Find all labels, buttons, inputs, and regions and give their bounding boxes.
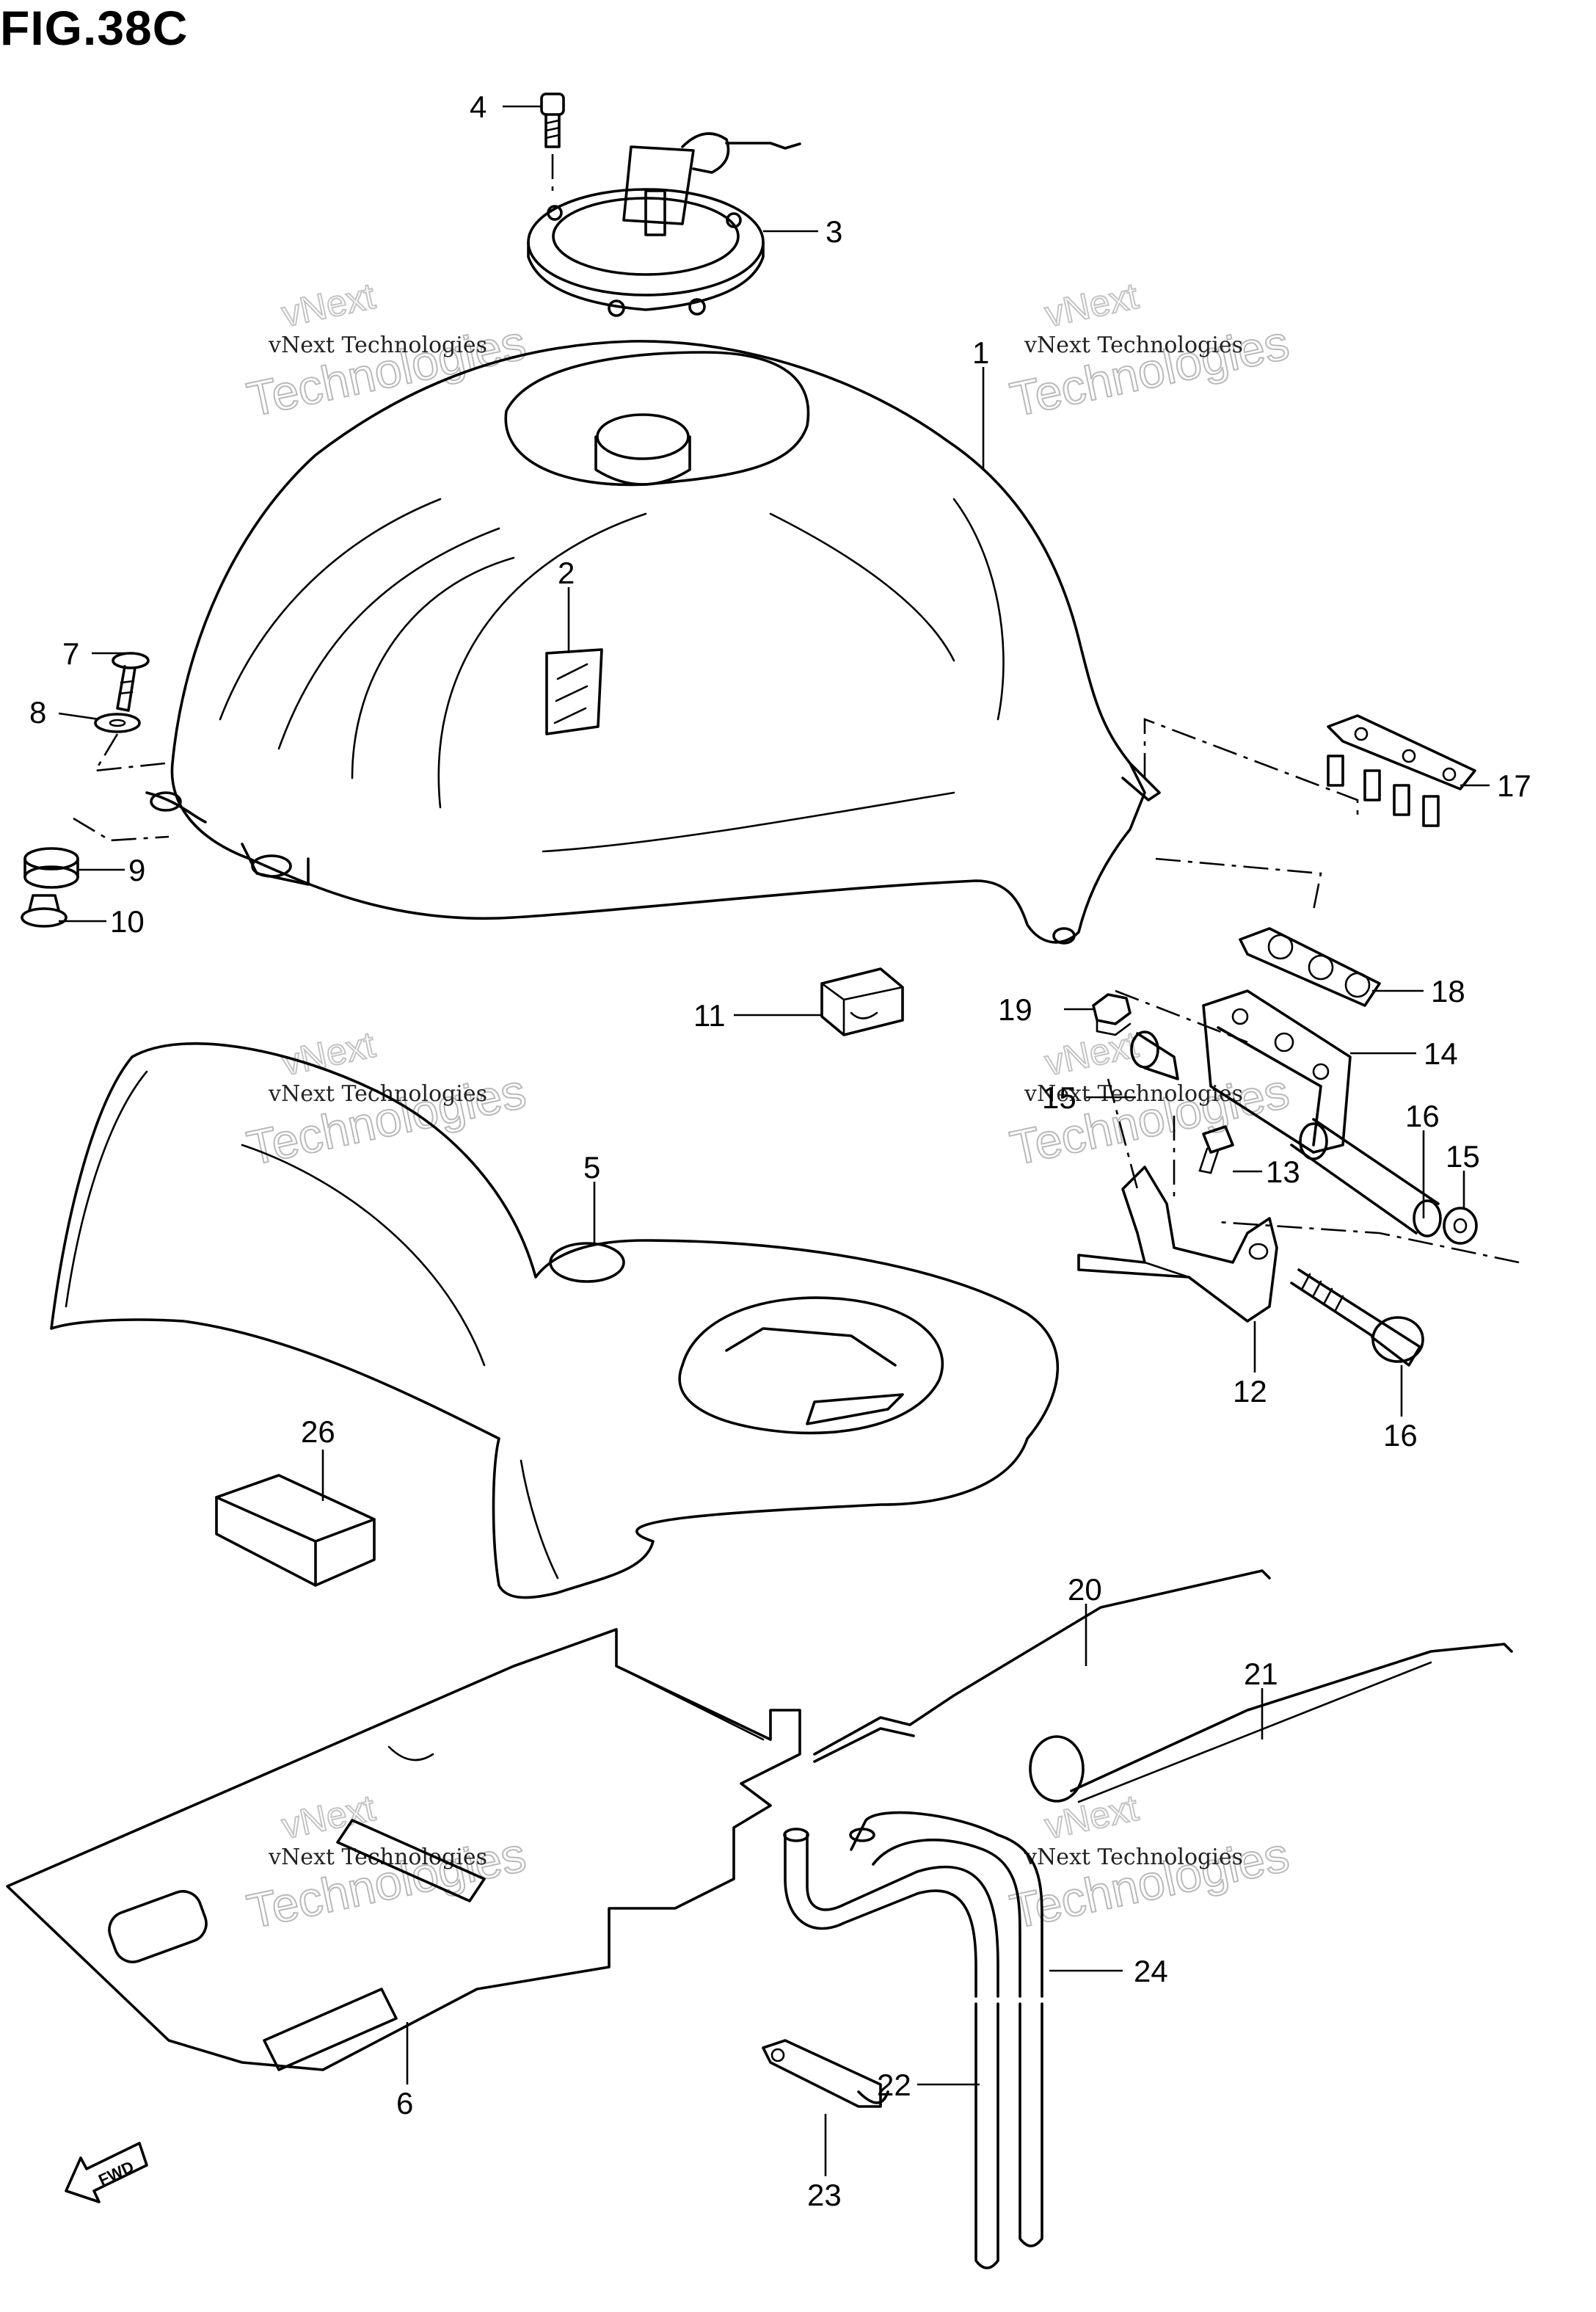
figure-title: FIG.38C xyxy=(0,1,189,55)
part-25-hose xyxy=(783,1811,1043,2269)
callout-2: 2 xyxy=(558,556,575,590)
part-19-rubber xyxy=(1239,927,1381,1007)
guide-line xyxy=(1155,857,1322,911)
part-18-bracket xyxy=(1327,714,1476,827)
part-16-pipe xyxy=(1290,1118,1442,1237)
callout-10: 10 xyxy=(110,904,145,939)
callout-5: 5 xyxy=(583,1150,600,1185)
part-4-screw xyxy=(540,92,565,148)
part-26-pad xyxy=(215,1474,376,1587)
callout-21: 20 xyxy=(1068,1572,1102,1607)
watermark-vnext: vNext xyxy=(278,1787,379,1847)
guide-line xyxy=(1115,989,1248,1044)
part-20-nut xyxy=(1092,993,1132,1036)
part-13-bolt xyxy=(1198,1125,1234,1174)
callout-13: 13 xyxy=(1266,1155,1300,1189)
callout-1: 1 xyxy=(972,335,989,370)
watermark-vnext: vNext xyxy=(1041,1024,1142,1083)
part-3-fuel-cap xyxy=(527,132,801,317)
callout-16: 16 xyxy=(1405,1099,1440,1133)
part-15-collar-right xyxy=(1443,1207,1478,1245)
part-7-bolt xyxy=(112,652,150,712)
part-17-long-bolt xyxy=(1290,1268,1424,1367)
callout-4: 4 xyxy=(470,90,487,124)
guide-line xyxy=(1217,1221,1520,1264)
callout-8: 8 xyxy=(29,695,46,730)
watermark-text: vNext Technologies xyxy=(268,1081,487,1107)
callout-6: 6 xyxy=(396,2086,413,2120)
part-8-washer xyxy=(94,713,141,733)
callout-24: 23 xyxy=(807,2178,842,2212)
watermark-text: vNext Technologies xyxy=(268,332,487,358)
fwd-arrow: FWD xyxy=(65,2142,148,2203)
callout-7: 7 xyxy=(62,636,79,671)
callout-17: 16 xyxy=(1383,1418,1418,1453)
guide-line xyxy=(93,733,166,772)
callout-18: 17 xyxy=(1497,768,1531,803)
callout-26: 26 xyxy=(301,1414,335,1449)
guide-line xyxy=(1143,718,1359,815)
guide-line xyxy=(73,817,170,842)
part-24-clamp xyxy=(762,2039,889,2108)
part-5-tank-cover xyxy=(50,1042,1060,1599)
watermark-text: vNext Technologies xyxy=(1024,1081,1243,1107)
callout-9: 9 xyxy=(128,853,145,887)
callout-19: 18 xyxy=(1431,974,1465,1008)
part-10-collar xyxy=(21,894,68,928)
part-6-plate xyxy=(6,1628,801,2071)
part-9-grommet xyxy=(23,847,79,889)
watermark-group: vNext Technologies vNext Technologies vN… xyxy=(241,275,1294,1939)
watermark-text: vNext Technologies xyxy=(268,1844,487,1870)
watermark-text: vNext Technologies xyxy=(1024,332,1243,358)
part-2-emblem xyxy=(545,648,603,735)
callout-22: 21 xyxy=(1244,1657,1278,1691)
callout-12: 12 xyxy=(1233,1374,1267,1408)
watermark-vnext: vNext xyxy=(1041,275,1142,335)
callout-23: 22 xyxy=(877,2068,911,2102)
callout-3: 3 xyxy=(826,214,842,249)
part-15-collar-left xyxy=(1130,1030,1179,1080)
part-11-cushion xyxy=(820,967,904,1036)
watermark-vnext: vNext xyxy=(278,1024,379,1083)
part-12-bracket xyxy=(1077,1166,1278,1323)
part-1-fuel-tank xyxy=(145,340,1161,945)
part-22-spring xyxy=(1029,1643,1513,1803)
callout-14: 14 xyxy=(1424,1036,1458,1071)
callout-11: 11 xyxy=(693,998,726,1033)
callout-15-left: 15 xyxy=(1042,1080,1076,1115)
callout-25: 24 xyxy=(1134,1954,1168,1988)
callout-15-right: 15 xyxy=(1446,1139,1480,1174)
callout-group: 4 3 1 2 7 8 9 10 11 17 18 19 14 15 16 15 xyxy=(29,90,1531,2212)
watermark-vnext: vNext xyxy=(278,275,379,335)
watermark-text: vNext Technologies xyxy=(1024,1844,1243,1870)
callout-20: 19 xyxy=(998,992,1032,1027)
part-21-rod xyxy=(813,1569,1271,1763)
